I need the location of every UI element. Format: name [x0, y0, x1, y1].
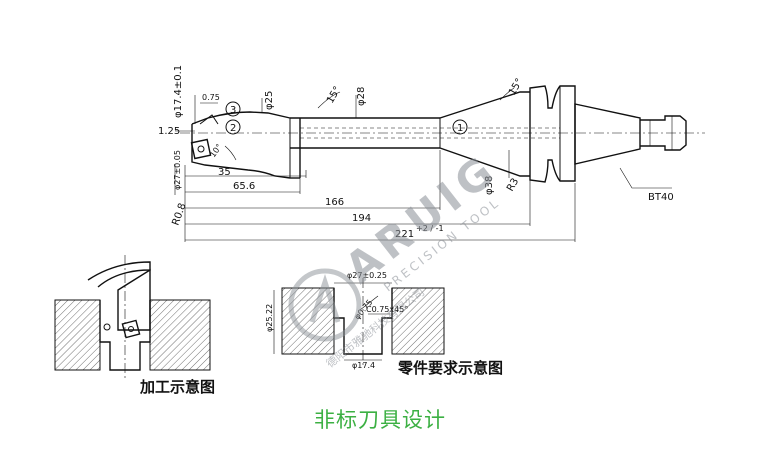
- tool-arc: [87, 261, 151, 288]
- marker-2: 2: [225, 119, 241, 135]
- dim-d38: φ38: [484, 176, 495, 195]
- dim-angle-10: 10°: [208, 142, 224, 159]
- dim-0-75: 0.75: [202, 93, 220, 102]
- dim-d28: φ28: [356, 87, 367, 106]
- bt40-flange: [529, 85, 576, 183]
- pull-stud: [640, 115, 687, 151]
- machining-diagram: [54, 255, 211, 378]
- dim-angle-15a: 15°: [325, 85, 343, 106]
- dim-35: 35: [218, 167, 231, 178]
- chip-flute: [199, 114, 219, 125]
- cutting-head-outline: [191, 124, 291, 179]
- svg-text:2: 2: [230, 123, 236, 134]
- svg-text:1: 1: [457, 123, 463, 134]
- dim-r0-8: R0.8: [170, 202, 188, 227]
- coolant-hole: [300, 127, 560, 139]
- part-diagram: [273, 278, 445, 368]
- tool-body: [117, 268, 151, 331]
- taper-bottom: [439, 147, 530, 177]
- marker-1: 1: [452, 119, 468, 135]
- dim-r3: R3: [505, 176, 521, 193]
- part-dim-d17-4: φ17.4: [352, 361, 375, 370]
- part-right: [391, 287, 445, 355]
- dim-194: 194: [352, 213, 371, 224]
- dim-d27: φ27±0.05: [173, 150, 182, 190]
- insert-screw: [197, 145, 205, 153]
- bt40-taper: [574, 103, 641, 165]
- workpiece-left: [54, 299, 101, 371]
- dim-angle-15b: 15°: [507, 77, 525, 98]
- dim-1-25: 1.25: [158, 126, 180, 137]
- dim-65-6: 65.6: [233, 181, 255, 192]
- tool-dimension-lines: [174, 87, 672, 242]
- part-caption: 零件要求示意图: [398, 359, 504, 377]
- machining-caption: 加工示意图: [140, 378, 216, 396]
- svg-text:3: 3: [230, 105, 236, 116]
- dim-d17-4: φ17.4±0.1: [173, 65, 184, 118]
- insert-screw: [128, 326, 134, 332]
- dim-221-tol: +2 / -1: [416, 224, 444, 233]
- part-leader-a: [359, 295, 379, 311]
- dim-221: 221: [395, 229, 414, 240]
- boring-bar-tool: φ17.4±0.1 0.75 1.25 φ25 15° φ28 15° φ27±…: [158, 65, 705, 242]
- insert-square: [121, 319, 141, 339]
- taper-top: [439, 91, 530, 119]
- part-dim-d27: φ27±0.25: [347, 271, 387, 280]
- part-dim-d25-22: φ25.22: [265, 304, 274, 332]
- workpiece-right: [149, 299, 211, 371]
- watermark-logo-ring: [288, 268, 362, 342]
- footer-title: 非标刀具设计: [314, 408, 446, 432]
- dim-d25: φ25: [264, 91, 275, 110]
- watermark-logo-letter: [309, 273, 341, 323]
- label-bt40: BT40: [648, 192, 674, 203]
- dim-166: 166: [325, 197, 344, 208]
- insert-pin: [103, 323, 111, 331]
- cutting-head-top: [191, 111, 291, 125]
- part-dim-note: C0.75x45°: [366, 305, 408, 314]
- insert-square: [190, 138, 212, 160]
- marker-3: 3: [225, 101, 241, 117]
